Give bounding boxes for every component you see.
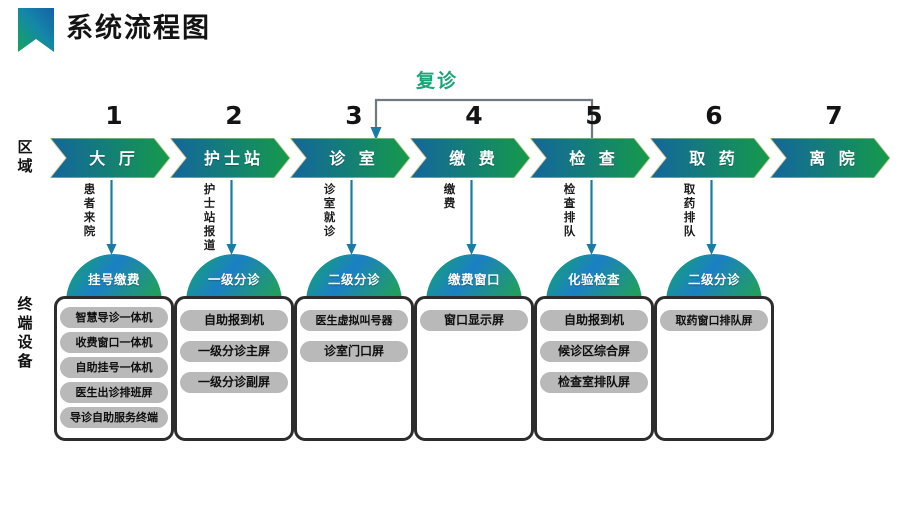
area-chevron-2[interactable]	[169, 138, 291, 178]
row-label-area: 区域	[17, 138, 33, 175]
flow-caption-4: 缴费	[443, 182, 456, 210]
area-chevron-4[interactable]	[409, 138, 531, 178]
page-title: 系统流程图	[66, 13, 211, 44]
stage-number-3: 3	[345, 101, 363, 130]
down-arrow-2	[226, 180, 237, 255]
down-arrow-1	[106, 180, 117, 255]
area-chevron-6[interactable]	[649, 138, 771, 178]
terminal-item[interactable]: 自助报到机	[180, 310, 288, 331]
terminal-item[interactable]: 窗口显示屏	[420, 310, 528, 331]
terminal-badge-label-5: 化验检查	[567, 272, 620, 287]
terminal-item[interactable]: 一级分诊主屏	[180, 341, 288, 362]
terminal-badge-4[interactable]	[426, 254, 522, 302]
terminal-item[interactable]: 检查室排队屏	[540, 372, 648, 393]
terminal-item[interactable]: 医生出诊排班屏	[60, 382, 168, 403]
stage-number-5: 5	[585, 101, 603, 130]
terminal-item[interactable]: 收费窗口一体机	[60, 332, 168, 353]
terminal-badge-2[interactable]	[186, 254, 282, 302]
revisit-label: 复诊	[416, 70, 459, 92]
area-chevron-7[interactable]	[769, 138, 890, 178]
flow-caption-1: 患者来院	[83, 182, 96, 238]
terminal-badge-6[interactable]	[666, 254, 762, 302]
terminal-badge-1[interactable]	[66, 254, 162, 302]
stage-number-7: 7	[825, 101, 843, 130]
flow-caption-2: 护士站报道	[203, 182, 216, 252]
down-arrow-5	[586, 180, 597, 255]
terminal-item[interactable]: 取药窗口排队屏	[660, 310, 768, 331]
terminal-badge-label-1: 挂号缴费	[87, 272, 140, 287]
stage-number-2: 2	[225, 101, 243, 130]
down-arrow-3	[346, 180, 357, 255]
terminal-item[interactable]: 医生虚拟叫号器	[300, 310, 408, 331]
stage-number-4: 4	[465, 101, 483, 130]
down-arrow-6	[706, 180, 717, 255]
terminal-badge-label-4: 缴费窗口	[447, 272, 500, 287]
down-arrow-4	[466, 180, 477, 255]
terminal-badge-5[interactable]	[546, 254, 642, 302]
stage-number-1: 1	[105, 101, 123, 130]
terminal-badge-label-2: 一级分诊	[207, 272, 260, 287]
flow-caption-3: 诊室就诊	[323, 182, 336, 238]
flow-caption-6: 取药排队	[683, 182, 696, 238]
area-chevron-band	[50, 138, 890, 178]
terminal-item[interactable]: 自助挂号一体机	[60, 357, 168, 378]
terminal-item[interactable]: 一级分诊副屏	[180, 372, 288, 393]
terminal-item[interactable]: 导诊自助服务终端	[60, 407, 168, 428]
terminal-badge-label-3: 二级分诊	[327, 272, 380, 287]
terminal-badge-label-6: 二级分诊	[687, 272, 740, 287]
stage-number-6: 6	[705, 101, 723, 130]
revisit-bracket-arrow	[370, 98, 594, 142]
terminal-item[interactable]: 智慧导诊一体机	[60, 307, 168, 328]
area-chevron-3[interactable]	[289, 138, 411, 178]
terminal-item[interactable]: 诊室门口屏	[300, 341, 408, 362]
terminal-item[interactable]: 候诊区综合屏	[540, 341, 648, 362]
flow-caption-5: 检查排队	[563, 182, 576, 238]
page-header: 系统流程图	[0, 0, 900, 60]
area-chevron-5[interactable]	[529, 138, 651, 178]
row-label-terminal: 终端设备	[17, 295, 33, 370]
terminal-item[interactable]: 自助报到机	[540, 310, 648, 331]
terminal-badge-3[interactable]	[306, 254, 402, 302]
area-chevron-1[interactable]	[50, 138, 171, 178]
bookmark-ribbon-icon	[18, 8, 54, 52]
